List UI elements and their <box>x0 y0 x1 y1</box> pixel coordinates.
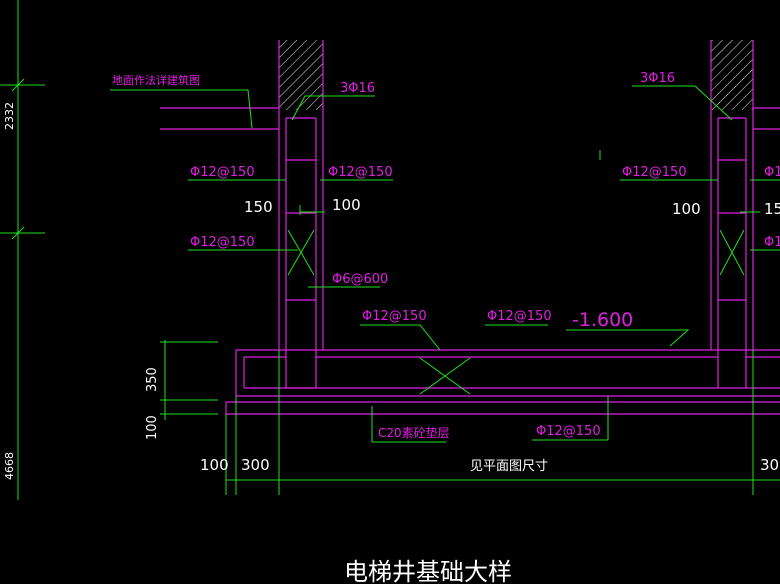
drawing-title: 电梯井基础大样 <box>344 558 512 584</box>
label-phi12-left-top: Φ12@150 <box>190 165 255 180</box>
right-wall-hatch <box>711 40 753 110</box>
dim-350: 350 <box>145 367 160 392</box>
label-elevation: -1.600 <box>572 309 633 331</box>
left-dimension-chain <box>0 0 45 500</box>
left-wall-hatch <box>279 40 323 110</box>
leader-lines <box>110 85 780 443</box>
cross-marks <box>287 229 745 395</box>
label-floor-note: 地面作法详建筑图 <box>112 73 200 87</box>
label-cushion: C20素砼垫层 <box>378 425 450 440</box>
dim-300-left: 300 <box>241 456 270 474</box>
label-phi12-right-top: Φ12@150 <box>622 165 687 180</box>
dim-100-left: 100 <box>332 196 361 214</box>
label-phi12-slab-left: Φ12@150 <box>362 309 427 324</box>
label-phi12-right-edge2: Φ1 <box>764 235 780 250</box>
structure-outline <box>160 40 780 415</box>
label-phi12-slab-right: Φ12@150 <box>487 309 552 324</box>
label-phi12-bottom: Φ12@150 <box>536 424 601 439</box>
dim-2332: 2332 <box>3 102 16 130</box>
label-phi6: Φ6@600 <box>332 272 388 287</box>
dim-150: 150 <box>244 198 273 216</box>
dim-100-right: 100 <box>672 200 701 218</box>
dim-100-bottom: 100 <box>200 456 229 474</box>
dim-4668: 4668 <box>3 452 16 480</box>
label-phi12-right-edge: Φ1 <box>764 165 780 180</box>
bottom-dimensions <box>160 340 780 495</box>
label-3phi16-right: 3Φ16 <box>640 71 675 86</box>
label-see-plan: 见平面图尺寸 <box>470 459 548 474</box>
label-phi12-left-inner: Φ12@150 <box>328 165 393 180</box>
dim-100-vert: 100 <box>145 415 160 440</box>
label-phi12-left-mid: Φ12@150 <box>190 235 255 250</box>
dim-30-right: 30 <box>760 456 779 474</box>
label-3phi16-left: 3Φ16 <box>340 81 375 96</box>
dim-15-right: 15 <box>764 200 780 218</box>
